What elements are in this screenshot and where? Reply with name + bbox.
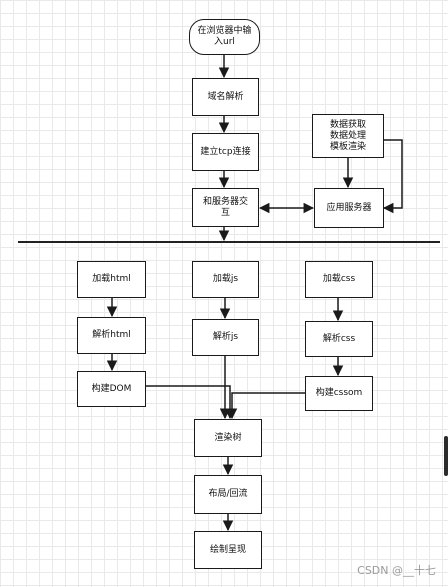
node-load-js: 加载js: [192, 261, 259, 298]
arrow-data-loop-to-app: [382, 139, 403, 214]
arrow-buildcssom-to-render: [226, 392, 305, 420]
node-interact: 和服务器交 互: [192, 188, 259, 227]
node-tcp: 建立tcp连接: [192, 133, 259, 171]
node-app-server: 应用服务器: [314, 188, 384, 228]
node-load-css: 加载css: [305, 261, 373, 298]
scrollbar-handle[interactable]: [444, 436, 448, 476]
arrow-builddom-to-render: [146, 385, 236, 420]
node-data-processing: 数据获取 数据处理 模板渲染: [312, 114, 384, 158]
node-parse-css: 解析css: [305, 321, 373, 357]
node-build-cssom: 构建cssom: [305, 376, 373, 411]
node-paint: 绘制呈现: [194, 531, 262, 569]
watermark-text: CSDN @__十七: [357, 564, 436, 577]
node-parse-html: 解析html: [77, 317, 146, 354]
node-build-dom: 构建DOM: [77, 371, 146, 407]
node-parse-js: 解析js: [192, 319, 259, 356]
node-input-url: 在浏览器中输 入url: [189, 19, 260, 55]
node-layout: 布局/回流: [194, 475, 262, 514]
section-divider: [18, 241, 440, 243]
node-dns: 域名解析: [192, 78, 259, 116]
node-render-tree: 渲染树: [194, 419, 262, 457]
node-load-html: 加载html: [77, 261, 146, 298]
